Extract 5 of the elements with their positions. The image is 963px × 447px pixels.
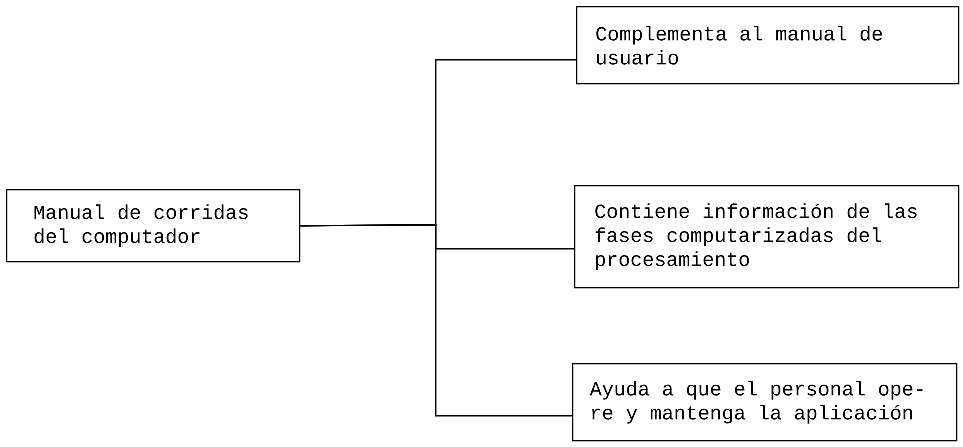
text-box: Manual de corridas del computador	[6, 189, 301, 263]
text-box: Ayuda a que el personal ope- re y mantenga la aplicación	[572, 363, 958, 442]
text-box: Complementa al manual de usuario	[576, 6, 960, 85]
connector-line	[300, 224, 572, 417]
text-box: Contiene información de las fases computarizadas del procesamiento	[574, 185, 960, 289]
